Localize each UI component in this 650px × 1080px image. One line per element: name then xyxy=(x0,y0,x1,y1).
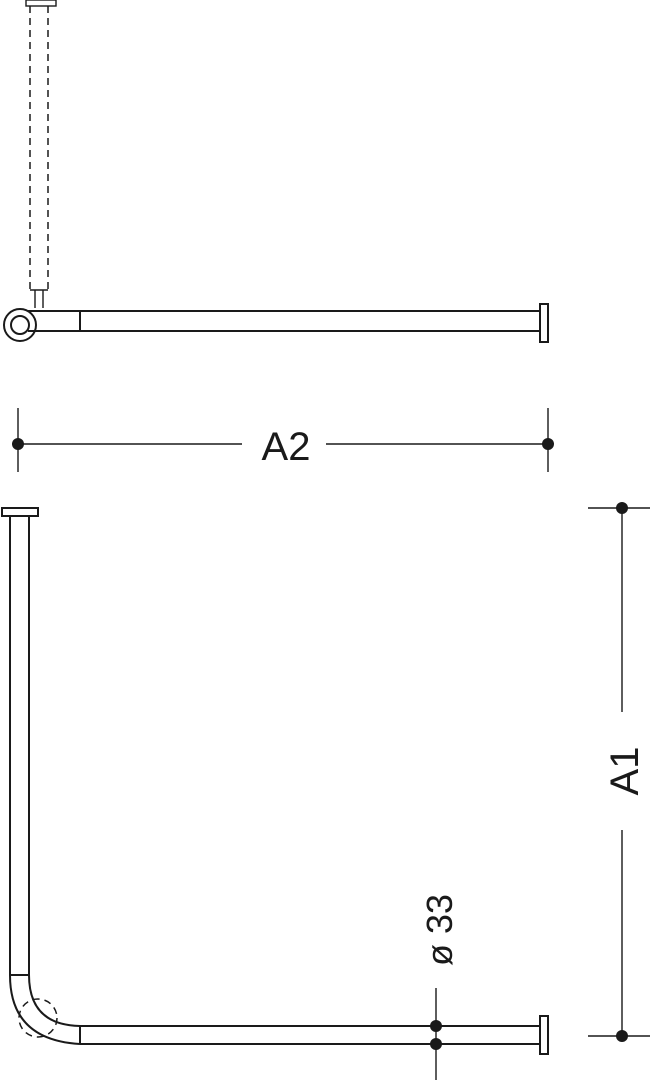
dimension-diameter: ø 33 xyxy=(419,894,460,1080)
side-top-flange xyxy=(1,507,39,517)
elbow-outer xyxy=(9,974,81,1045)
a2-endpoint-left xyxy=(12,438,24,450)
ceiling-mount-plate xyxy=(25,0,57,7)
a1-label: A1 xyxy=(603,747,647,796)
diameter-endpoint-top xyxy=(430,1020,442,1032)
elbow-hidden-outline xyxy=(18,998,58,1038)
rail-side-view xyxy=(1,507,549,1055)
rail-tube xyxy=(28,310,540,332)
diameter-endpoint-bottom xyxy=(430,1038,442,1050)
wall-flange-outer xyxy=(3,308,37,342)
side-end-flange xyxy=(539,1015,549,1055)
wall-flange-inner xyxy=(10,315,30,335)
dimension-a1: A1 xyxy=(588,502,650,1042)
a2-endpoint-right xyxy=(542,438,554,450)
a1-endpoint-top xyxy=(616,502,628,514)
rail-top-view xyxy=(3,303,549,343)
a2-label: A2 xyxy=(262,425,311,469)
ceiling-support-top-view xyxy=(25,0,57,308)
rail-end-flange xyxy=(539,303,549,343)
a1-endpoint-bottom xyxy=(616,1030,628,1042)
elbow-inner xyxy=(28,974,81,1027)
horizontal-tube xyxy=(80,1025,540,1045)
dimension-a2: A2 xyxy=(12,408,554,472)
diameter-label: ø 33 xyxy=(419,894,460,966)
